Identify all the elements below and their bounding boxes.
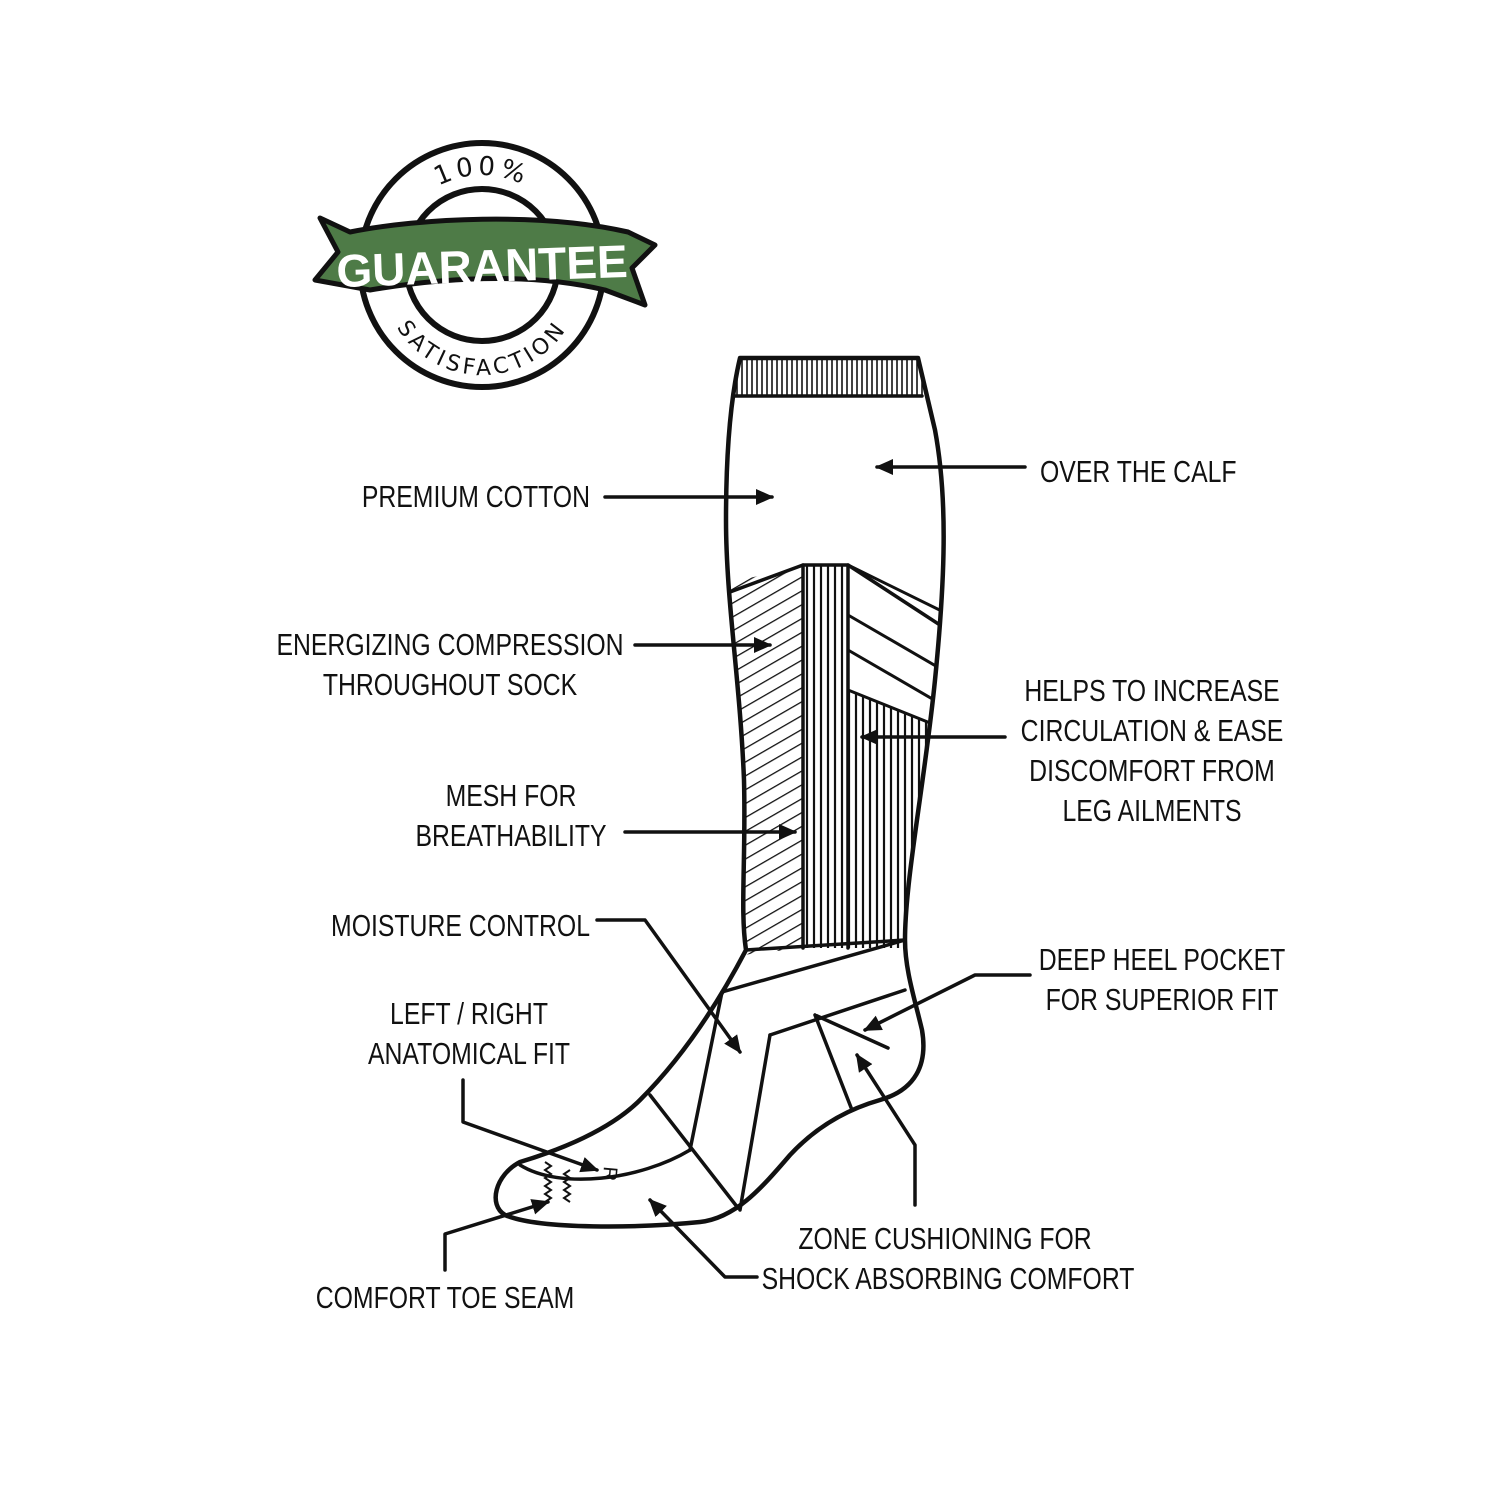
label-left-right-line2: ANATOMICAL FIT	[368, 1036, 570, 1070]
arrow-heel	[863, 973, 1032, 1032]
label-circulation-line4: LEG AILMENTS	[1062, 793, 1241, 827]
compression-stripes	[803, 565, 848, 948]
mesh-panel	[700, 565, 803, 960]
label-energizing-line1: ENERGIZING COMPRESSION	[276, 627, 623, 661]
arrow-moisture	[595, 918, 742, 1054]
label-heel-line1: DEEP HEEL POCKET	[1039, 942, 1286, 976]
label-cushioning-line2: SHOCK ABSORBING COMFORT	[762, 1261, 1135, 1295]
arrow-cushioning-sole	[648, 1198, 759, 1279]
label-circulation-line3: DISCOMFORT FROM	[1029, 753, 1275, 787]
label-cushioning-line1: ZONE CUSHIONING FOR	[798, 1221, 1091, 1255]
label-energizing-line2: THROUGHOUT SOCK	[323, 667, 578, 701]
label-heel-line2: FOR SUPERIOR FIT	[1046, 982, 1279, 1016]
label-mesh-line1: MESH FOR	[446, 778, 577, 812]
arrow-toe-seam	[443, 1199, 550, 1272]
label-circulation-line1: HELPS TO INCREASE	[1024, 673, 1279, 707]
arrow-cushioning-heel	[855, 1053, 917, 1207]
arrow-left-right	[461, 1078, 599, 1173]
label-toe-seam: COMFORT TOE SEAM	[316, 1280, 575, 1314]
badge-ribbon	[312, 215, 658, 308]
callout-labels: PREMIUM COTTON OVER THE CALF ENERGIZING …	[276, 454, 1285, 1314]
callout-arrows	[443, 459, 1032, 1279]
badge-main-text: GUARANTEE	[336, 235, 629, 297]
right-foot-mark: R	[598, 1166, 621, 1182]
toe-seam-stitch	[543, 1161, 572, 1203]
label-premium-cotton: PREMIUM COTTON	[362, 479, 590, 513]
label-left-right-line1: LEFT / RIGHT	[390, 996, 548, 1030]
label-moisture: MOISTURE CONTROL	[331, 908, 590, 942]
label-mesh-line2: BREATHABILITY	[415, 818, 606, 852]
circulation-panel	[848, 690, 944, 948]
guarantee-badge: 100% SATISFACTION GUARANTEE	[312, 140, 658, 390]
label-circulation-line2: CIRCULATION & EASE	[1021, 713, 1284, 747]
label-over-the-calf: OVER THE CALF	[1040, 454, 1237, 488]
